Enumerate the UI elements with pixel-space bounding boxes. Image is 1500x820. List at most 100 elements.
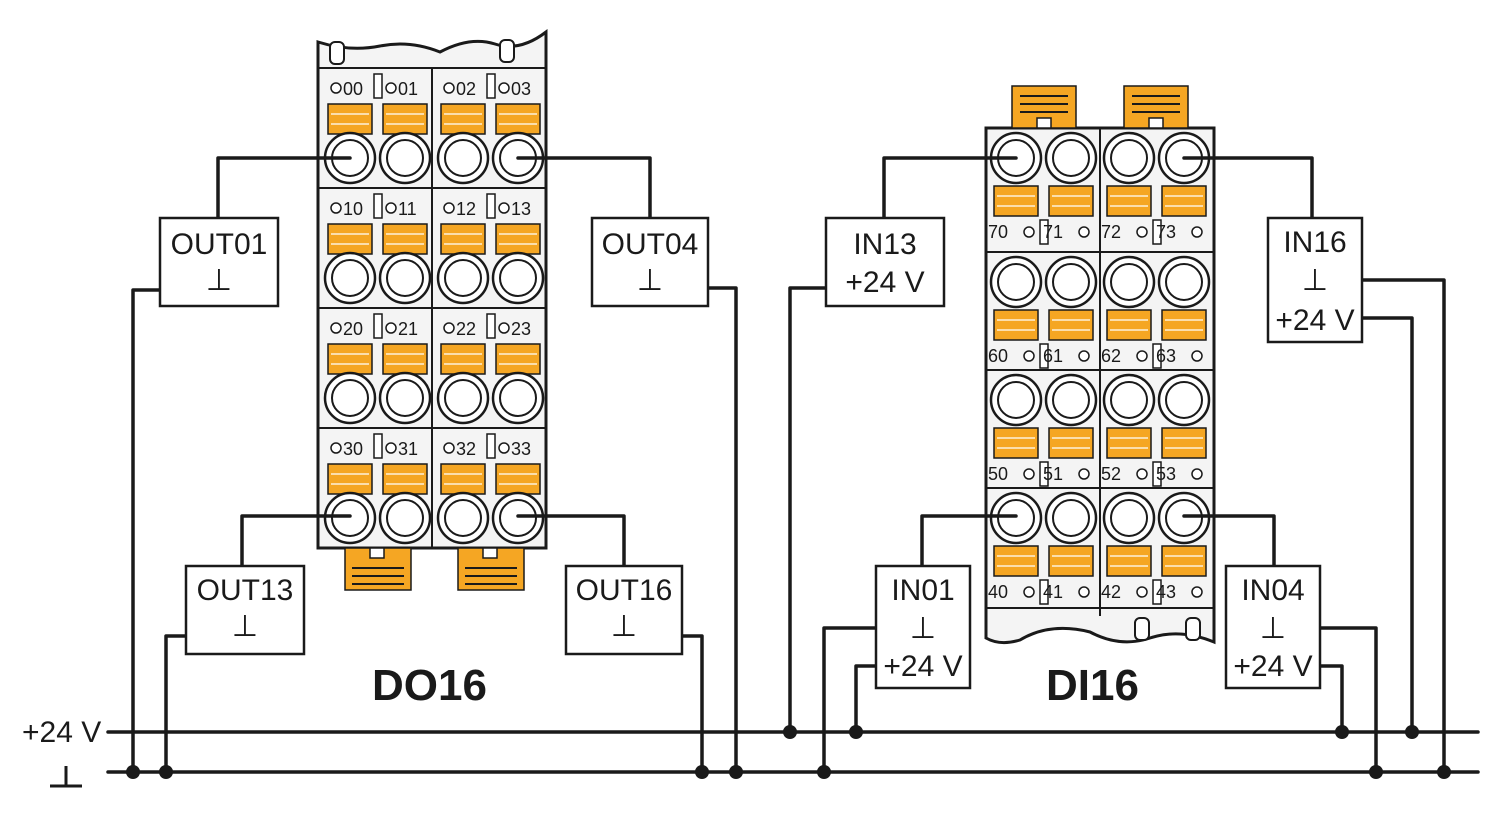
do16-terminal[interactable]: 11 <box>378 199 432 305</box>
sensor-in13-label: IN13 <box>853 228 916 261</box>
status-led-icon <box>385 322 397 334</box>
status-led-icon <box>330 202 342 214</box>
do16-pin-label: 33 <box>511 439 531 459</box>
status-led-icon <box>330 442 342 454</box>
sensor-in01-supply: +24 V <box>883 650 962 683</box>
di16-terminal[interactable]: 62 <box>1101 255 1162 369</box>
sensor-in16[interactable]: IN16 ⊥ +24 V <box>1266 216 1364 344</box>
load-out16[interactable]: OUT16 ⊥ <box>564 564 684 656</box>
di16-pin-label: 50 <box>988 464 1008 484</box>
do16-lock-tab-right[interactable] <box>457 547 525 591</box>
di16-lock-tab-left[interactable] <box>1011 85 1077 129</box>
sensor-in01[interactable]: IN01 ⊥ +24 V <box>874 564 972 690</box>
status-led-icon <box>1191 226 1203 238</box>
do16-terminal[interactable]: 12 <box>436 193 496 305</box>
load-out13[interactable]: OUT13 ⊥ <box>184 564 306 656</box>
status-led-icon <box>1191 468 1203 480</box>
di16-terminal[interactable]: 72 <box>1101 131 1162 245</box>
di16-terminal[interactable]: 63 <box>1156 255 1211 366</box>
status-led-icon <box>1023 350 1035 362</box>
do16-pin-label: 30 <box>343 439 363 459</box>
load-out04-ground: ⊥ <box>637 264 663 297</box>
di16-pin-label: 51 <box>1043 464 1063 484</box>
do16-terminal[interactable]: 20 <box>323 313 383 425</box>
load-out01[interactable]: OUT01 ⊥ <box>158 216 280 308</box>
do16-pin-label: 01 <box>398 79 418 99</box>
status-led-icon <box>1136 468 1148 480</box>
load-out01-ground: ⊥ <box>206 264 232 297</box>
status-led-icon <box>330 82 342 94</box>
di16-terminal[interactable]: 73 <box>1156 131 1211 242</box>
do16-pin-label: 32 <box>456 439 476 459</box>
status-led-icon <box>498 442 510 454</box>
do16-terminal[interactable]: 10 <box>323 193 383 305</box>
do16-pin-label: 11 <box>398 199 417 219</box>
do16-terminal[interactable]: 22 <box>436 313 496 425</box>
status-led-icon <box>498 82 510 94</box>
di16-pin-label: 40 <box>988 582 1008 602</box>
supply-bus: +24 V <box>22 716 1480 788</box>
do16-pin-label: 02 <box>456 79 476 99</box>
sensor-in04[interactable]: IN04 ⊥ +24 V <box>1224 564 1322 690</box>
do16-lock-tab-left[interactable] <box>344 547 412 591</box>
do16-terminal[interactable]: 30 <box>323 433 383 545</box>
do16-terminal[interactable]: 32 <box>436 433 496 545</box>
di16-terminal[interactable]: 52 <box>1101 373 1162 487</box>
status-led-icon <box>1191 350 1203 362</box>
status-led-icon <box>443 82 455 94</box>
do16-pin-label: 13 <box>511 199 531 219</box>
di16-terminal[interactable]: 42 <box>1101 491 1162 605</box>
do16-terminal[interactable]: 02 <box>436 73 496 185</box>
do16-pin-label: 12 <box>456 199 476 219</box>
di16-pin-label: 63 <box>1156 346 1176 366</box>
di16-terminal[interactable]: 61 <box>1043 255 1098 366</box>
do16-terminal[interactable]: 33 <box>491 439 545 545</box>
do16-pin-label: 22 <box>456 319 476 339</box>
do16-pin-label: 23 <box>511 319 531 339</box>
do16-terminal[interactable]: 13 <box>491 199 545 305</box>
di16-terminal[interactable]: 51 <box>1043 373 1098 484</box>
load-out04[interactable]: OUT04 ⊥ <box>590 216 710 308</box>
sensor-in13[interactable]: IN13 +24 V <box>824 216 946 308</box>
load-out13-label: OUT13 <box>197 574 294 607</box>
status-led-icon <box>1023 226 1035 238</box>
di16-pin-label: 62 <box>1101 346 1121 366</box>
di16-pin-label: 53 <box>1156 464 1176 484</box>
di16-pin-label: 42 <box>1101 582 1121 602</box>
do16-terminal[interactable]: 23 <box>491 319 545 425</box>
di16-terminal[interactable]: 41 <box>1043 491 1098 602</box>
sensor-in04-label: IN04 <box>1241 574 1304 607</box>
do16-terminal[interactable]: 01 <box>378 79 432 185</box>
status-led-icon <box>1078 468 1090 480</box>
di16-terminal[interactable]: 53 <box>1156 373 1211 484</box>
di16-pin-label: 52 <box>1101 464 1121 484</box>
di16-terminal[interactable]: 40 <box>988 491 1049 605</box>
di16-terminal[interactable]: 71 <box>1043 131 1098 242</box>
sensor-in04-ground: ⊥ <box>1260 612 1286 645</box>
load-out16-ground: ⊥ <box>611 610 637 643</box>
status-led-icon <box>385 442 397 454</box>
do16-pin-label: 31 <box>398 439 418 459</box>
status-led-icon <box>385 202 397 214</box>
do16-terminal[interactable]: 31 <box>378 439 432 545</box>
di16-pin-label: 41 <box>1043 582 1063 602</box>
plus24-bus-label: +24 V <box>22 716 101 749</box>
sensor-in16-label: IN16 <box>1283 226 1346 259</box>
do16-terminal[interactable]: 21 <box>378 319 432 425</box>
status-led-icon <box>330 322 342 334</box>
do16-pin-label: 03 <box>511 79 531 99</box>
status-led-icon <box>1078 226 1090 238</box>
sensor-in01-label: IN01 <box>891 574 954 607</box>
di16-pin-label: 70 <box>988 222 1008 242</box>
di16-terminal[interactable]: 50 <box>988 373 1049 487</box>
di16-lock-tab-right[interactable] <box>1123 85 1189 129</box>
status-led-icon <box>1136 350 1148 362</box>
di16-terminal[interactable]: 60 <box>988 255 1049 369</box>
di16-terminal[interactable]: 43 <box>1156 491 1211 602</box>
load-out04-label: OUT04 <box>602 228 699 261</box>
status-led-icon <box>1191 586 1203 598</box>
di16-pin-label: 61 <box>1043 346 1063 366</box>
